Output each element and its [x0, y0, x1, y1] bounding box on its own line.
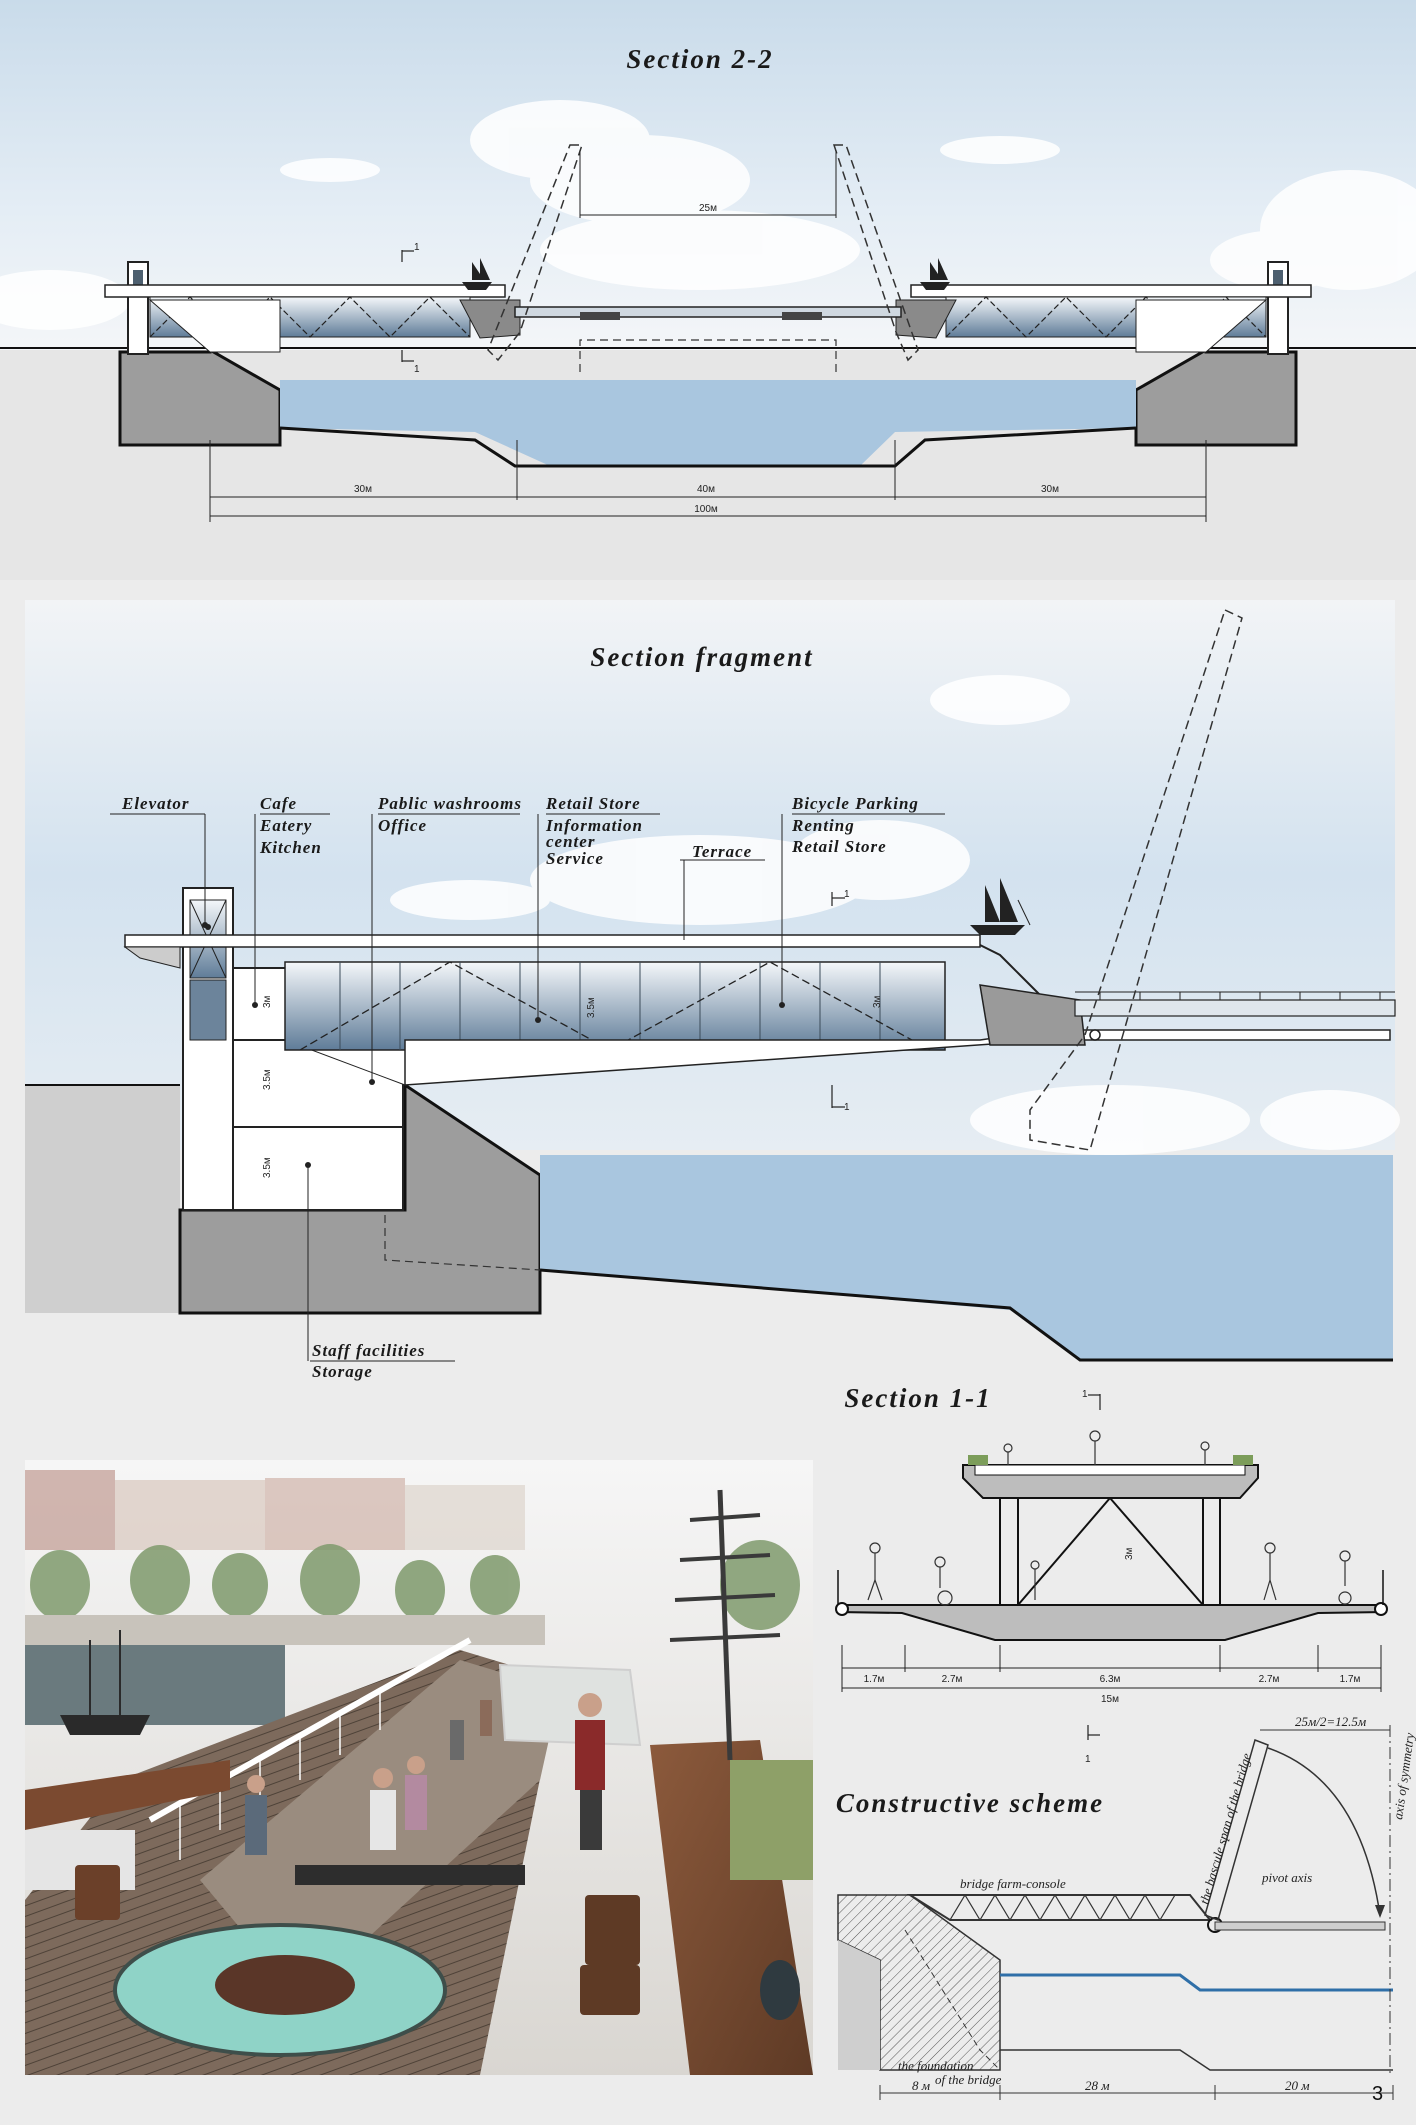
section-fragment-title: Section fragment — [590, 642, 813, 672]
label-eatery: Eatery — [259, 816, 312, 835]
label-bicycle-retail: Retail Store — [791, 837, 887, 856]
section-marker-label: 1 — [844, 889, 850, 900]
dimension-right: 30м — [1041, 484, 1059, 495]
raised-leaf-left — [487, 144, 584, 362]
river-water-2-2 — [280, 380, 1136, 466]
dimension-lines-2-2 — [209, 440, 1207, 522]
label-cafe: Cafe — [260, 794, 297, 813]
label-retail: Retail Store — [545, 794, 641, 813]
deck-roof — [124, 934, 981, 948]
height-dim-5: 3м — [872, 995, 883, 1008]
raised-leaf-fragment — [1029, 608, 1243, 1151]
right-truss-span — [910, 284, 1312, 298]
dimension-middle: 40м — [697, 484, 715, 495]
constructive-scheme-title: Constructive scheme — [836, 1788, 1104, 1818]
span-dimension-25: 25м — [699, 203, 717, 214]
section-1-1-truss — [999, 1497, 1221, 1606]
clouds-top — [0, 100, 1416, 330]
dimension-left: 30м — [354, 484, 372, 495]
section-marker — [1087, 1394, 1101, 1740]
label-information: Information — [545, 816, 643, 835]
label-staff: Staff facilities — [312, 1341, 425, 1360]
clouds-middle — [390, 675, 1400, 1155]
leader-lines — [110, 813, 945, 1362]
section-marker — [831, 892, 845, 1108]
section-fragment: Section fragment — [25, 608, 1396, 1381]
floor-staff — [232, 1126, 404, 1211]
label-storage: Storage — [312, 1362, 373, 1381]
note-dim-20: 20 м — [1285, 2078, 1310, 2093]
dim-1-1-d: 2.7м — [1259, 1674, 1280, 1685]
label-kitchen: Kitchen — [259, 838, 322, 857]
height-dim-3: 3.5м — [262, 1157, 273, 1178]
section-2-2-title: Section 2-2 — [626, 44, 773, 74]
label-washrooms: Pablic washrooms — [377, 794, 522, 813]
label-bicycle: Bicycle Parking — [791, 794, 919, 813]
label-service: Service — [546, 849, 604, 868]
dim-1-1-c: 6.3м — [1100, 1674, 1121, 1685]
section-marker-label: 1 — [1085, 1754, 1091, 1765]
dim-1-1-a: 1.7м — [864, 1674, 885, 1685]
glazed-hall — [284, 961, 946, 1051]
note-bridge-farm: bridge farm-console — [960, 1876, 1066, 1891]
section-1-1-title: Section 1-1 — [844, 1383, 991, 1413]
dim-1-1-e: 1.7м — [1340, 1674, 1361, 1685]
note-foundation-2: of the bridge — [935, 2072, 1002, 2087]
height-dim-4: 3.5м — [586, 997, 597, 1018]
height-dim-1: 3м — [262, 995, 273, 1008]
section-2-2: Section 2-2 25м — [0, 44, 1416, 522]
dim-1-1-b: 2.7м — [942, 1674, 963, 1685]
dim-1-1-total: 15м — [1101, 1694, 1119, 1705]
note-dim-28: 28 м — [1085, 2078, 1110, 2093]
river-water-fragment — [540, 1155, 1393, 1360]
section-1-1-height: 3м — [1124, 1547, 1135, 1560]
ship-icon — [970, 878, 1031, 935]
note-foundation: the foundation — [898, 2058, 973, 2073]
ship-icon — [462, 258, 492, 290]
label-renting: Renting — [791, 816, 855, 835]
label-center: center — [546, 832, 595, 851]
render-view — [25, 1460, 813, 2075]
section-marker-label: 1 — [1082, 1389, 1088, 1400]
label-elevator: Elevator — [121, 794, 190, 813]
label-office: Office — [378, 816, 427, 835]
note-pivot-axis: pivot axis — [1261, 1870, 1312, 1885]
dimension-total: 100м — [694, 504, 718, 515]
section-1-1: Section 1-1 1 1 3м — [835, 1383, 1388, 1765]
left-truss-span — [104, 284, 506, 298]
dimension-lines-1-1 — [841, 1645, 1382, 1692]
pivot-counterweight — [979, 984, 1086, 1046]
bascule-deck-fragment — [1074, 999, 1396, 1017]
people-figures — [867, 1430, 1352, 1606]
ground-left-fragment — [25, 1085, 180, 1313]
section-marker-label: 1 — [414, 364, 420, 375]
note-dim-8: 8 м — [912, 2078, 930, 2093]
height-dim-2: 3.5м — [262, 1069, 273, 1090]
section-marker-label: 1 — [414, 242, 420, 253]
page-number: 3 — [1372, 2083, 1383, 2105]
ship-icon — [920, 258, 950, 290]
label-terrace: Terrace — [692, 842, 752, 861]
note-half-span: 25м/2=12.5м — [1295, 1714, 1366, 1729]
section-marker-label: 1 — [844, 1102, 850, 1113]
section-marker — [401, 250, 414, 362]
bascule-span — [514, 306, 902, 318]
